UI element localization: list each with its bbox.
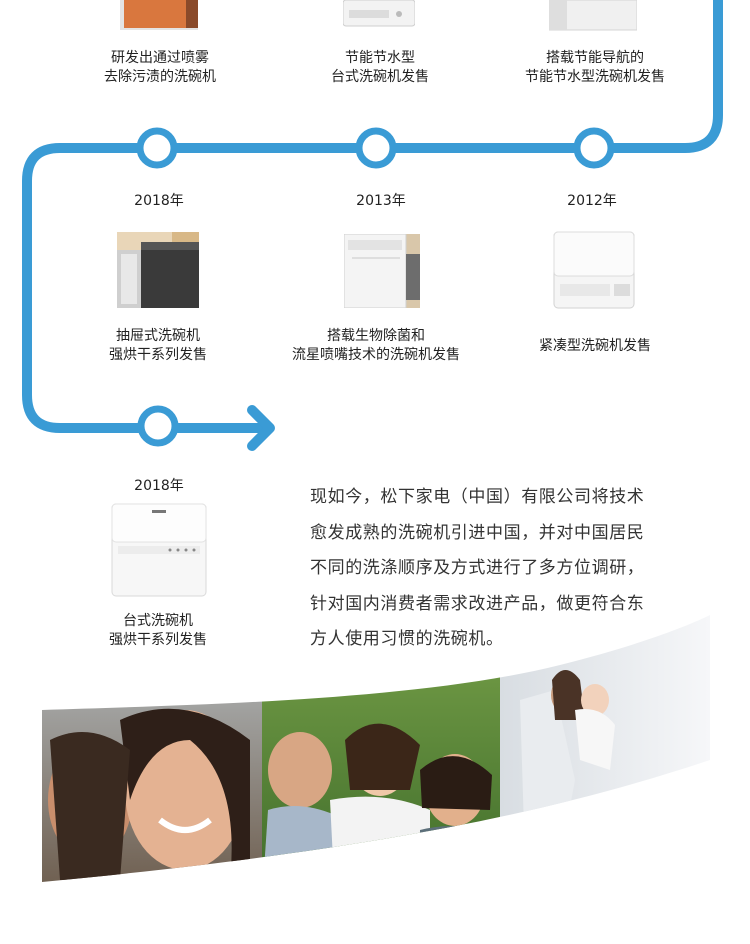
drawer-dishwasher-image: [117, 232, 199, 308]
caption-drawer-dishwasher: 抽屉式洗碗机 强烘干系列发售: [68, 327, 248, 365]
caption-compact-dishwasher: 紧凑型洗碗机发售: [500, 337, 690, 356]
caption-line: 流星喷嘴技术的洗碗机发售: [292, 347, 460, 363]
grandparents-child-photo: [262, 615, 500, 882]
caption-built-in-dishwasher: 搭载生物除菌和 流星喷嘴技术的洗碗机发售: [276, 327, 476, 365]
timeline-node: [355, 127, 397, 169]
countertop-dishwasher-2018-image: [111, 503, 207, 597]
caption-line: 去除污渍的洗碗机: [104, 69, 216, 85]
caption-line: 节能节水型: [345, 50, 415, 66]
timeline-node: [137, 405, 179, 447]
intro-paragraph: 现如今，松下家电（中国）有限公司将技术 愈发成熟的洗碗机引进中国，并对中国居民 …: [310, 480, 710, 658]
year-label: 2012年: [567, 193, 617, 209]
timeline-node: [136, 127, 178, 169]
caption-countertop-dishwasher: 节能节水型 台式洗碗机发售: [290, 49, 470, 87]
paragraph-line: 方人使用习惯的洗碗机。: [310, 629, 504, 649]
timeline-arrow-icon: [247, 405, 275, 451]
paragraph-line: 针对国内消费者需求改进产品，做更符合东: [310, 593, 645, 614]
year-label: 2018年: [134, 478, 184, 494]
family-photo-banner: [42, 615, 710, 882]
caption-line: 抽屉式洗碗机: [116, 328, 200, 344]
parent-baby-photo: [500, 615, 710, 882]
year-label: 2013年: [356, 193, 406, 209]
smiling-girls-photo: [42, 615, 262, 882]
year-label: 2018年: [134, 193, 184, 209]
timeline-node: [573, 127, 615, 169]
caption-line: 搭载生物除菌和: [327, 328, 425, 344]
caption-line: 台式洗碗机: [123, 613, 193, 629]
spray-dishwasher-image: [120, 0, 198, 30]
countertop-dishwasher-image: [343, 0, 415, 27]
paragraph-line: 不同的洗涤顺序及方式进行了多方位调研，: [310, 558, 645, 578]
paragraph-line: 愈发成熟的洗碗机引进中国，并对中国居民: [310, 522, 645, 543]
caption-line: 强烘干系列发售: [109, 347, 207, 363]
caption-eco-navi-dishwasher: 搭载节能导航的 节能节水型洗碗机发售: [500, 49, 690, 87]
eco-navi-dishwasher-image: [549, 0, 637, 31]
caption-spray-dishwasher: 研发出通过喷雾 去除污渍的洗碗机: [70, 49, 250, 87]
caption-line: 紧凑型洗碗机发售: [539, 338, 651, 354]
caption-line: 台式洗碗机发售: [331, 69, 429, 85]
caption-line: 搭载节能导航的: [546, 50, 644, 66]
built-in-dishwasher-image: [344, 234, 420, 308]
caption-line: 强烘干系列发售: [109, 632, 207, 648]
paragraph-line: 现如今，松下家电（中国）有限公司将技术: [310, 487, 645, 507]
caption-line: 研发出通过喷雾: [111, 50, 209, 66]
compact-dishwasher-image: [553, 231, 635, 309]
caption-countertop-dishwasher-2018: 台式洗碗机 强烘干系列发售: [68, 612, 248, 650]
caption-line: 节能节水型洗碗机发售: [525, 69, 665, 85]
